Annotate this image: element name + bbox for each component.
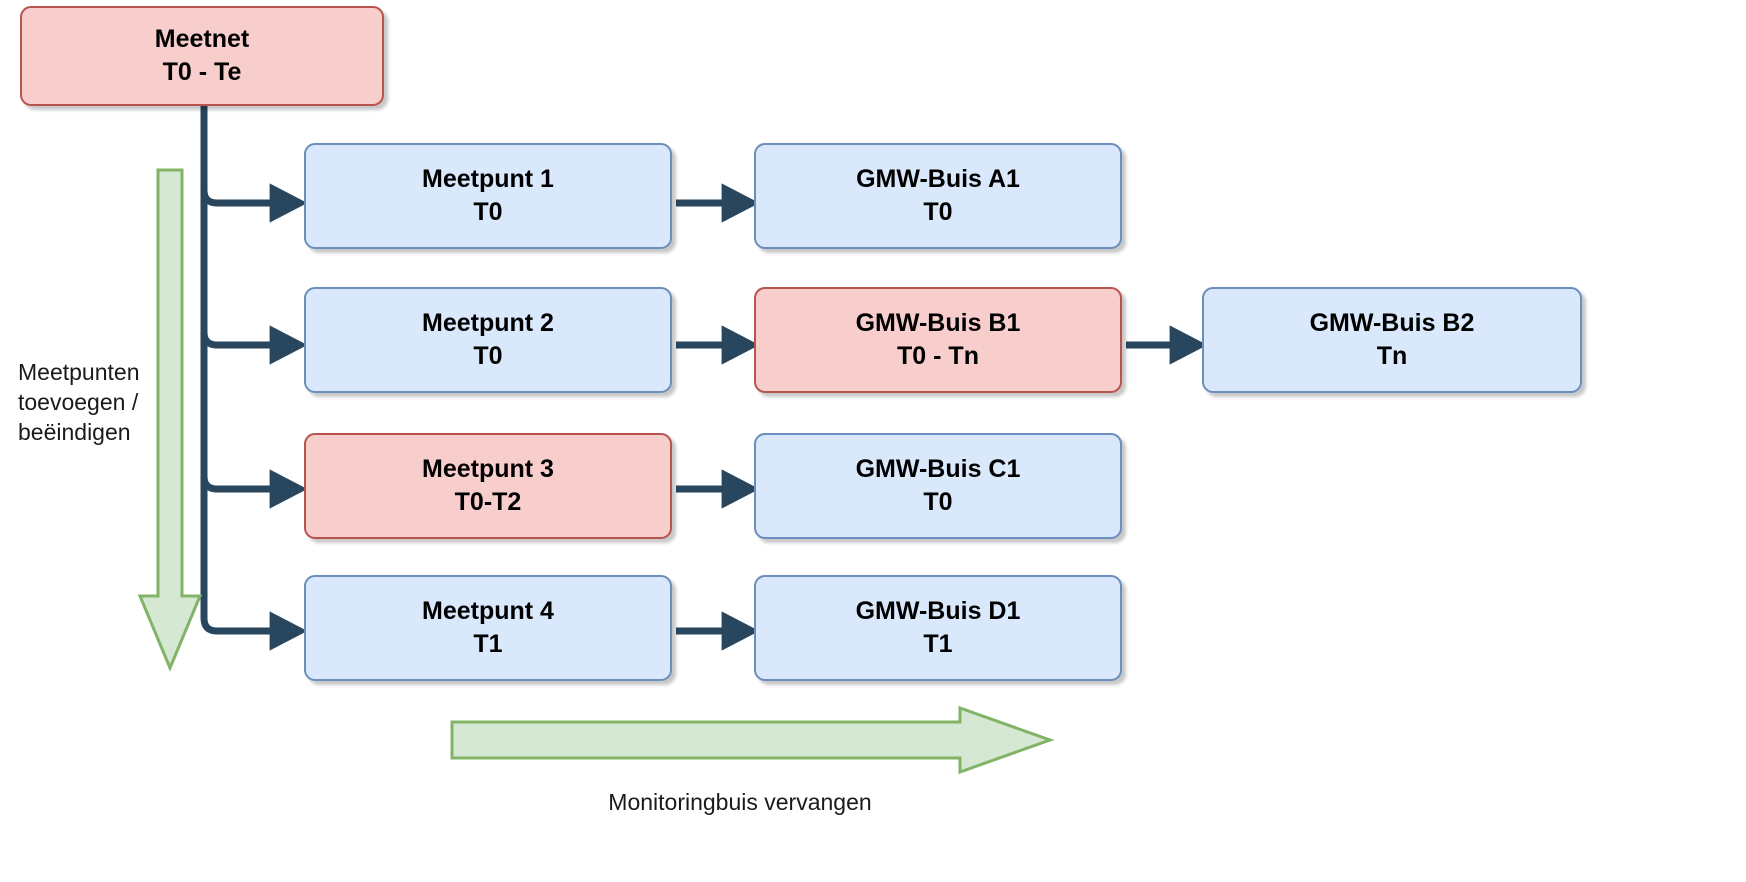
horizontal-arrow-label: Monitoringbuis vervangen <box>608 789 872 815</box>
node-gmw-buis-a1-line2: T0 <box>923 198 953 226</box>
node-gmw-buis-b1-line2: T0 - Tn <box>897 342 979 370</box>
node-meetpunt-4[interactable]: Meetpunt 4 T1 <box>304 575 672 681</box>
node-meetpunt-4-line1: Meetpunt 4 <box>422 597 554 625</box>
node-gmw-buis-c1-line1: GMW-Buis C1 <box>855 455 1021 483</box>
node-gmw-buis-a1[interactable]: GMW-Buis A1 T0 <box>754 143 1122 249</box>
node-meetpunt-3-line2: T0-T2 <box>454 488 522 516</box>
node-gmw-buis-c1-line2: T0 <box>923 488 953 516</box>
node-gmw-buis-b1-line1: GMW-Buis B1 <box>855 309 1021 337</box>
node-meetpunt-2-line1: Meetpunt 2 <box>422 309 554 337</box>
node-meetpunt-2[interactable]: Meetpunt 2 T0 <box>304 287 672 393</box>
edge-meetnet-mp2 <box>200 106 308 365</box>
vertical-arrow-label-line2: toevoegen / <box>18 388 139 415</box>
node-gmw-buis-b1[interactable]: GMW-Buis B1 T0 - Tn <box>754 287 1122 393</box>
node-meetpunt-3-line1: Meetpunt 3 <box>422 455 554 483</box>
vertical-arrow-label-line1: Meetpunten <box>18 359 140 385</box>
horizontal-green-arrow <box>450 706 1055 775</box>
node-meetpunt-1-line1: Meetpunt 1 <box>422 165 554 193</box>
node-meetnet-line1: Meetnet <box>154 25 250 53</box>
node-meetpunt-1[interactable]: Meetpunt 1 T0 <box>304 143 672 249</box>
node-gmw-buis-b2[interactable]: GMW-Buis B2 Tn <box>1202 287 1582 393</box>
node-meetnet-line2: T0 - Te <box>162 58 242 86</box>
node-meetpunt-1-line2: T0 <box>473 198 503 226</box>
node-gmw-buis-b2-line2: Tn <box>1376 342 1408 370</box>
node-meetpunt-4-line2: T1 <box>473 630 503 658</box>
vertical-arrow-label-line3: beëindigen <box>18 418 131 445</box>
edge-meetnet-mp1 <box>200 106 308 223</box>
node-meetpunt-2-line2: T0 <box>473 342 503 370</box>
edge-meetnet-mp3 <box>200 106 308 509</box>
node-meetpunt-3[interactable]: Meetpunt 3 T0-T2 <box>304 433 672 539</box>
node-meetnet[interactable]: Meetnet T0 - Te <box>20 6 384 106</box>
node-gmw-buis-b2-line1: GMW-Buis B2 <box>1309 309 1475 337</box>
node-gmw-buis-a1-line1: GMW-Buis A1 <box>856 165 1020 193</box>
vertical-arrow-label: Meetpunten toevoegen / beëindigen <box>18 358 168 448</box>
node-gmw-buis-c1[interactable]: GMW-Buis C1 T0 <box>754 433 1122 539</box>
node-gmw-buis-d1[interactable]: GMW-Buis D1 T1 <box>754 575 1122 681</box>
vertical-green-arrow <box>137 168 203 672</box>
node-gmw-buis-d1-line1: GMW-Buis D1 <box>855 597 1021 625</box>
edge-meetnet-mp4 <box>200 106 308 651</box>
node-gmw-buis-d1-line2: T1 <box>923 630 953 658</box>
